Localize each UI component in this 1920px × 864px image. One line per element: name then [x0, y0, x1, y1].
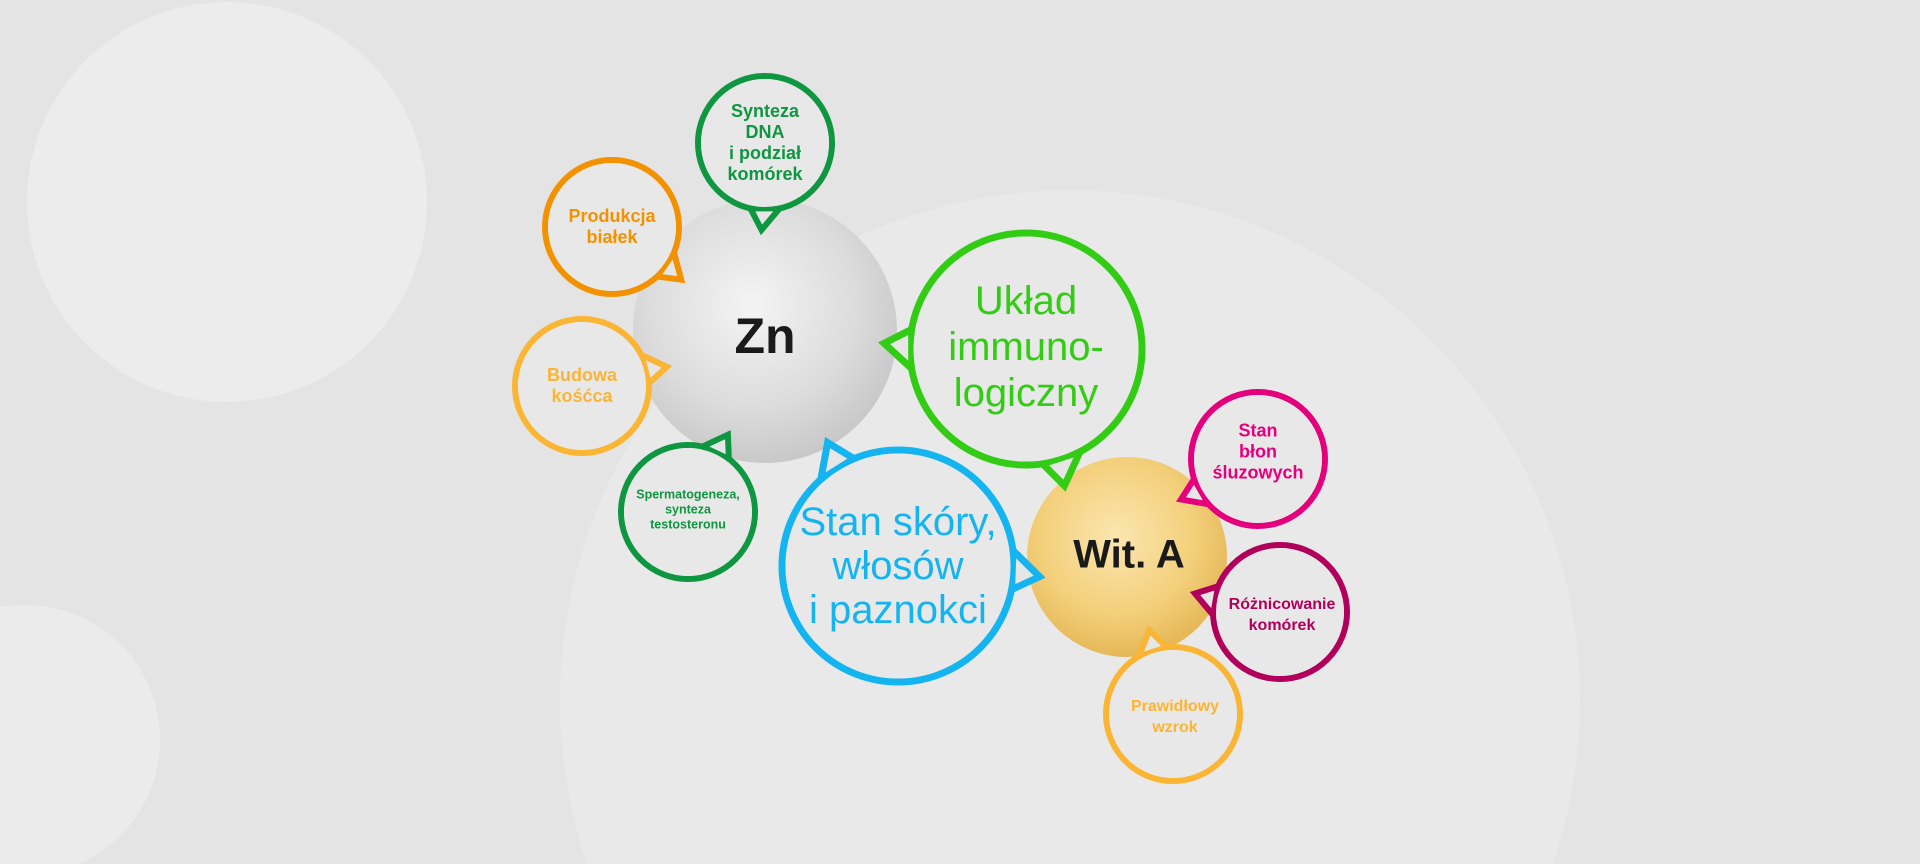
text-line: Stan: [1238, 420, 1278, 441]
vitamin-a-label: Wit. A: [1073, 532, 1185, 577]
bubble-tail: [1176, 473, 1215, 509]
bubble-dna: [695, 73, 835, 236]
bubble-tail: [651, 245, 686, 284]
text-line: Układ: [974, 279, 1078, 323]
bubble-tail: [1007, 542, 1046, 596]
bubble-fill: [701, 79, 829, 207]
text-line: śluzowych: [1212, 462, 1304, 483]
bubble-skin: [778, 437, 1046, 686]
bubble-fill: [913, 236, 1139, 462]
bubble-tail: [878, 323, 916, 377]
text-line: kośćca: [551, 386, 613, 406]
vitamin-a-sphere: [1027, 457, 1227, 657]
bubble-tail: [1189, 581, 1222, 622]
text-line: Budowa: [547, 365, 617, 385]
bubble-fill: [1216, 548, 1344, 676]
bubble-fill: [518, 322, 646, 450]
bubble-sperm: [618, 430, 758, 582]
text-line: komórek: [1248, 617, 1316, 634]
text-line: i paznokci: [809, 588, 987, 632]
bubble-tail: [636, 349, 673, 389]
text-line: Spermatogeneza,: [636, 487, 740, 502]
bubble-mucosa: [1176, 389, 1328, 529]
text-line: testosteronu: [650, 517, 726, 532]
bubble-cells: [1189, 542, 1350, 682]
text-line: Prawidłowy: [1130, 698, 1220, 715]
bubble-bone: [512, 316, 673, 456]
bubble-tail: [745, 205, 787, 236]
background-circle: [27, 2, 427, 402]
text-line: Produkcja: [568, 206, 656, 226]
bubble-fill: [548, 163, 676, 291]
bubble-fill: [1194, 395, 1322, 523]
background-circle: [0, 604, 160, 864]
text-line: i podział: [728, 143, 801, 163]
text-line: komórek: [727, 164, 803, 184]
text-line: wzrok: [1152, 719, 1198, 736]
bubble-fill: [1109, 650, 1237, 778]
text-line: Stan skóry,: [799, 500, 997, 544]
text-line: DNA: [745, 122, 785, 142]
bubble-tail: [1036, 445, 1087, 492]
bubble-tail: [815, 437, 861, 487]
bubble-fill: [785, 453, 1011, 679]
text-line: Różnicowanie: [1228, 596, 1336, 613]
zinc-label: Zn: [734, 308, 796, 364]
text-line: błon: [1239, 441, 1277, 462]
text-line: białek: [586, 227, 638, 247]
zinc-sphere: [633, 199, 897, 463]
bubble-vision: [1103, 624, 1243, 784]
text-line: włosów: [832, 544, 964, 588]
text-line: immuno-: [948, 325, 1104, 369]
text-line: Synteza: [730, 101, 800, 121]
bubble-cells-text: Różnicowanie komórek: [1229, 594, 1336, 636]
bubble-immune: [878, 229, 1146, 492]
text-line: synteza: [665, 502, 711, 517]
bubble-protein: [542, 157, 686, 297]
bubble-tail: [1133, 624, 1173, 662]
bubble-fill: [624, 448, 752, 576]
bubble-vision-text: Prawidłowy wzrok: [1131, 696, 1219, 738]
text-line: logiczny: [953, 371, 1099, 415]
bubble-tail: [695, 430, 733, 464]
